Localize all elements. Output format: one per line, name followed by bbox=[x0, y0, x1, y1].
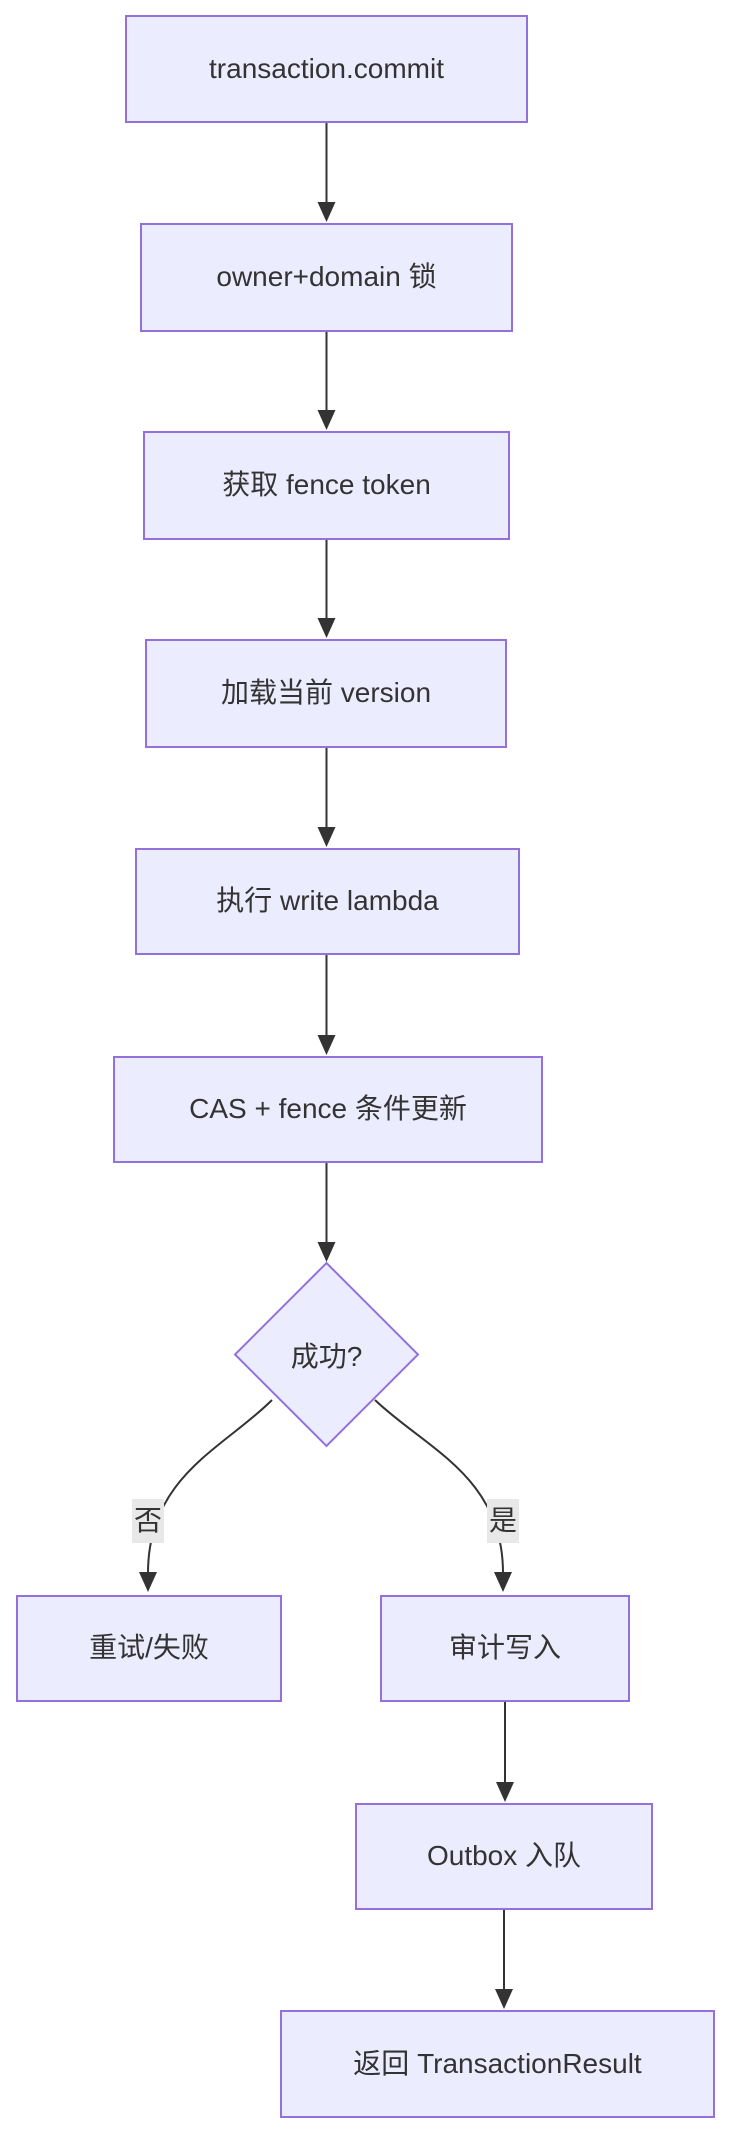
node-execute-write-lambda: 执行 write lambda bbox=[135, 848, 520, 955]
edge-commit-to-lock bbox=[317, 123, 336, 222]
node-label: 重试/失败 bbox=[89, 1632, 209, 1664]
edge-version-to-write-lambda bbox=[317, 748, 336, 847]
node-label: Outbox 入队 bbox=[426, 1840, 582, 1872]
arrowhead-icon bbox=[317, 618, 336, 638]
arrowhead-icon bbox=[495, 1989, 513, 2009]
edge-outbox-to-result bbox=[495, 1910, 513, 2009]
node-load-current-version: 加载当前 version bbox=[145, 639, 507, 748]
node-label: 成功? bbox=[290, 1340, 363, 1372]
node-label: 返回 TransactionResult bbox=[353, 2047, 642, 2079]
edge-lock-to-fence-token bbox=[317, 332, 336, 430]
arrowhead-icon bbox=[317, 1035, 336, 1055]
edge-audit-to-outbox bbox=[496, 1702, 514, 1802]
arrowhead-icon bbox=[496, 1782, 514, 1802]
node-audit-write: 审计写入 bbox=[380, 1595, 630, 1702]
edge-label-no: 否 bbox=[131, 1499, 165, 1543]
node-label: 获取 fence token bbox=[222, 469, 431, 501]
arrowhead-icon bbox=[139, 1572, 157, 1592]
node-label: CAS + fence 条件更新 bbox=[189, 1093, 467, 1125]
node-shape-success-diamond bbox=[233, 1261, 420, 1448]
node-label: 审计写入 bbox=[448, 1632, 561, 1664]
node-get-fence-token: 获取 fence token bbox=[143, 431, 510, 540]
node-transaction-commit: transaction.commit bbox=[125, 15, 528, 123]
node-label: transaction.commit bbox=[209, 52, 444, 84]
node-label: owner+domain 锁 bbox=[216, 261, 437, 293]
node-outbox-enqueue: Outbox 入队 bbox=[355, 1803, 653, 1910]
arrowhead-icon bbox=[317, 1242, 336, 1262]
node-cas-fence-update: CAS + fence 条件更新 bbox=[113, 1056, 543, 1163]
edge-cas-to-decision bbox=[317, 1163, 336, 1262]
edge-label-yes: 是 bbox=[486, 1499, 520, 1543]
node-owner-domain-lock: owner+domain 锁 bbox=[140, 223, 513, 332]
node-return-transaction-result: 返回 TransactionResult bbox=[280, 2010, 715, 2118]
edge-write-lambda-to-cas bbox=[317, 955, 336, 1055]
arrowhead-icon bbox=[317, 202, 336, 222]
arrowhead-icon bbox=[317, 827, 336, 847]
node-label: 执行 write lambda bbox=[216, 885, 439, 917]
arrowhead-icon bbox=[317, 410, 336, 430]
node-retry-fail: 重试/失败 bbox=[16, 1595, 282, 1702]
edge-fence-token-to-version bbox=[317, 540, 336, 638]
arrowhead-icon bbox=[494, 1572, 512, 1592]
node-success-decision: 成功? bbox=[235, 1263, 418, 1446]
node-label: 加载当前 version bbox=[220, 677, 432, 709]
